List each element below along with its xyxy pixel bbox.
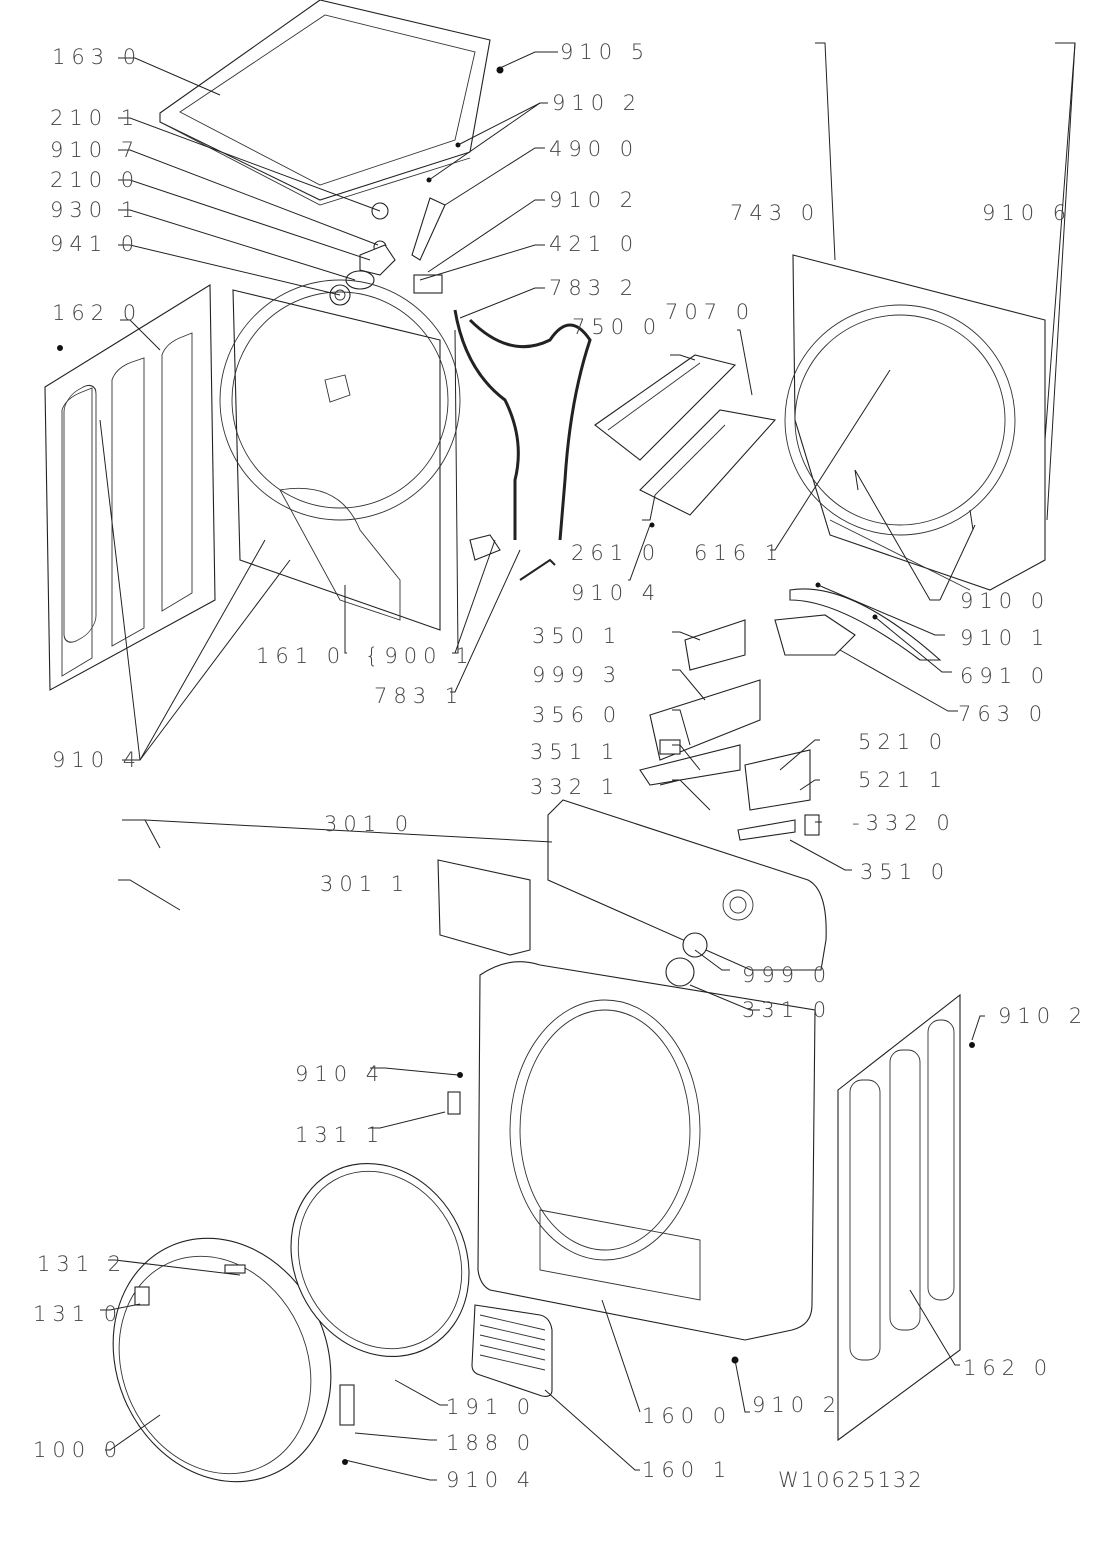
callout-910-4d: 910 4 xyxy=(446,1468,537,1492)
callout-131-1: 131 1 xyxy=(295,1123,386,1147)
leader-lines xyxy=(99,42,1076,1481)
callout-707-0: 707 0 xyxy=(665,300,756,324)
callout-910-2: 910 2 xyxy=(552,91,643,115)
front-grille xyxy=(471,1304,553,1397)
callout-161-0: 161 0 xyxy=(256,644,347,668)
callout-910-1: 910 1 xyxy=(960,626,1051,650)
callout-356-0: 356 0 xyxy=(532,703,623,727)
callout-910-4: 910 4 xyxy=(571,581,662,605)
loose-fasteners xyxy=(57,345,975,1465)
callout-331-0: 331 0 xyxy=(742,998,833,1022)
callout-910-6: 910 6 xyxy=(982,201,1073,225)
callout-191-0: 191 0 xyxy=(446,1395,537,1419)
callout-301-1: 301 1 xyxy=(320,872,411,896)
top-cover-part xyxy=(159,0,491,206)
callout-210-1: 210 1 xyxy=(50,106,141,130)
callout-100-0: 100 0 xyxy=(33,1438,124,1462)
callout-910-2b: 910 2 xyxy=(549,188,640,212)
hoses xyxy=(453,309,592,581)
callout-910-4b: 910 4 xyxy=(52,748,143,772)
callout-351-1: 351 1 xyxy=(530,740,621,764)
callout-999-0: 999 0 xyxy=(742,963,833,987)
callout-261-0: 261 0 xyxy=(571,541,662,565)
callout-999-3: 999 3 xyxy=(532,663,623,687)
callout-301-0: 301 0 xyxy=(324,812,415,836)
callout-616-1: 616 1 xyxy=(694,541,785,565)
callout-332-1: 332 1 xyxy=(530,775,621,799)
callout-910-5: 910 5 xyxy=(560,40,651,64)
callout-783-1: 783 1 xyxy=(374,684,465,708)
callout-521-1: 521 1 xyxy=(858,768,949,792)
control-electronics xyxy=(639,619,820,841)
callout-162-0: 162 0 xyxy=(52,301,143,325)
callout-691-0: 691 0 xyxy=(960,664,1051,688)
door-assembly xyxy=(112,1091,470,1483)
lint-filter xyxy=(774,582,942,661)
callout-351-0: 351 0 xyxy=(860,860,951,884)
condenser-cover xyxy=(594,354,777,516)
callout-763-0: 763 0 xyxy=(958,702,1049,726)
callout-163-0: 163 0 xyxy=(52,45,143,69)
callout-210-0: 210 0 xyxy=(50,168,141,192)
callout-160-1: 160 1 xyxy=(642,1458,733,1482)
callout-188-0: 188 0 xyxy=(446,1431,537,1455)
callout-941-0: 941 0 xyxy=(50,232,141,256)
document-number: W10625132 xyxy=(778,1468,924,1492)
callout-743-0: 743 0 xyxy=(730,201,821,225)
callout-930-1: 930 1 xyxy=(50,198,141,222)
rear-panel xyxy=(219,279,461,631)
callout-521-0: 521 0 xyxy=(858,730,949,754)
left-side-panel xyxy=(44,284,216,691)
right-side-panel xyxy=(837,993,961,1442)
callout-421-0: 421 0 xyxy=(549,232,640,256)
callout-910-2c: 910 2 xyxy=(998,1004,1089,1028)
callout-490-0: 490 0 xyxy=(549,137,640,161)
callout-131-2: 131 2 xyxy=(37,1252,128,1276)
callout-910-4c: 910 4 xyxy=(295,1062,386,1086)
callout-783-2: 783 2 xyxy=(549,276,640,300)
callout-910-2d: 910 2 xyxy=(752,1393,843,1417)
callout-131-0: 131 0 xyxy=(33,1302,124,1326)
callout-350-1: 350 1 xyxy=(532,624,623,648)
callout-910-0: 910 0 xyxy=(960,589,1051,613)
callout-910-7: 910 7 xyxy=(50,138,141,162)
callout-160-0: 160 0 xyxy=(642,1404,733,1428)
callout-162-0b: 162 0 xyxy=(963,1356,1054,1380)
fasteners-top xyxy=(329,66,504,306)
control-console xyxy=(437,799,827,987)
callout-750-0: 750 0 xyxy=(572,315,663,339)
front-bulkhead xyxy=(784,254,1046,591)
front-panel xyxy=(477,961,816,1341)
callout-332-0: -332 0 xyxy=(852,811,956,835)
callout-900-1: {900 1 xyxy=(365,644,475,668)
